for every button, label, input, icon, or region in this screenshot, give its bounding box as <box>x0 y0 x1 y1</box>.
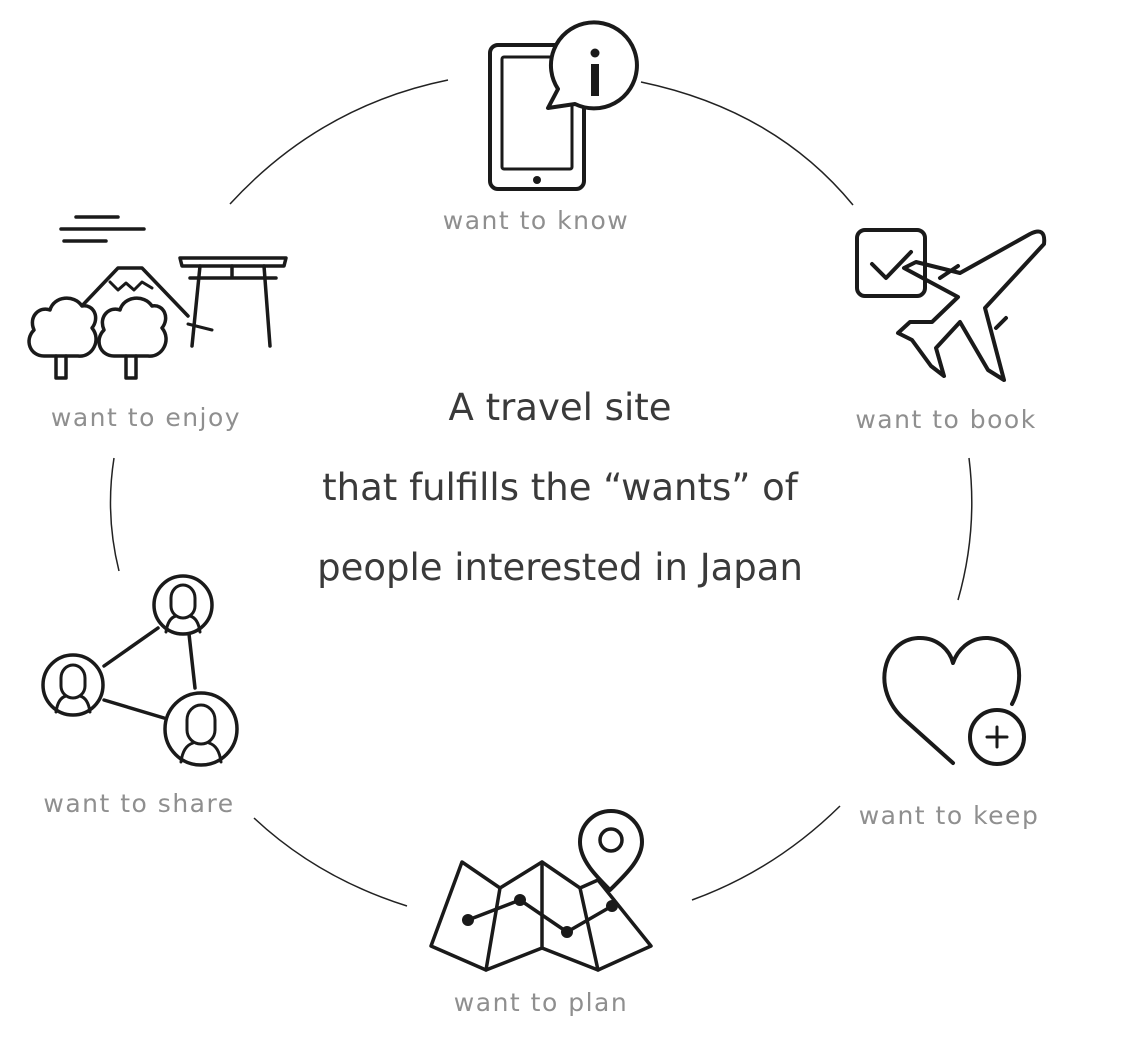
mount-fuji-torii-icon <box>27 215 288 380</box>
person-avatar-top <box>152 574 214 636</box>
label-want-to-plan: want to plan <box>453 988 629 1017</box>
label-want-to-book: want to book <box>855 405 1037 434</box>
arc-book-to-keep <box>957 457 973 601</box>
arc-know-to-book <box>640 81 854 206</box>
tagline-line-3: people interested in Japan <box>317 546 803 589</box>
label-want-to-know: want to know <box>442 206 630 235</box>
map-pin-icon <box>429 809 653 972</box>
cycle-ring <box>109 79 973 907</box>
person-avatar-left <box>41 653 105 717</box>
arc-share-to-enjoy <box>109 457 120 572</box>
arc-enjoy-to-know <box>229 79 449 205</box>
tagline-line-2: that fulfills the “wants” of <box>322 466 798 509</box>
label-want-to-keep: want to keep <box>858 801 1040 830</box>
arc-plan-to-share <box>253 817 408 907</box>
airplane-checkbox-icon <box>855 228 1047 382</box>
label-want-to-share: want to share <box>43 789 235 818</box>
smartphone-info-icon <box>488 20 639 191</box>
people-network-icon <box>41 574 239 767</box>
tagline-line-1: A travel site <box>448 386 672 429</box>
person-avatar-right <box>163 691 239 767</box>
label-want-to-enjoy: want to enjoy <box>50 403 242 432</box>
heart-plus-icon <box>882 635 1026 766</box>
arc-keep-to-plan <box>691 805 841 901</box>
